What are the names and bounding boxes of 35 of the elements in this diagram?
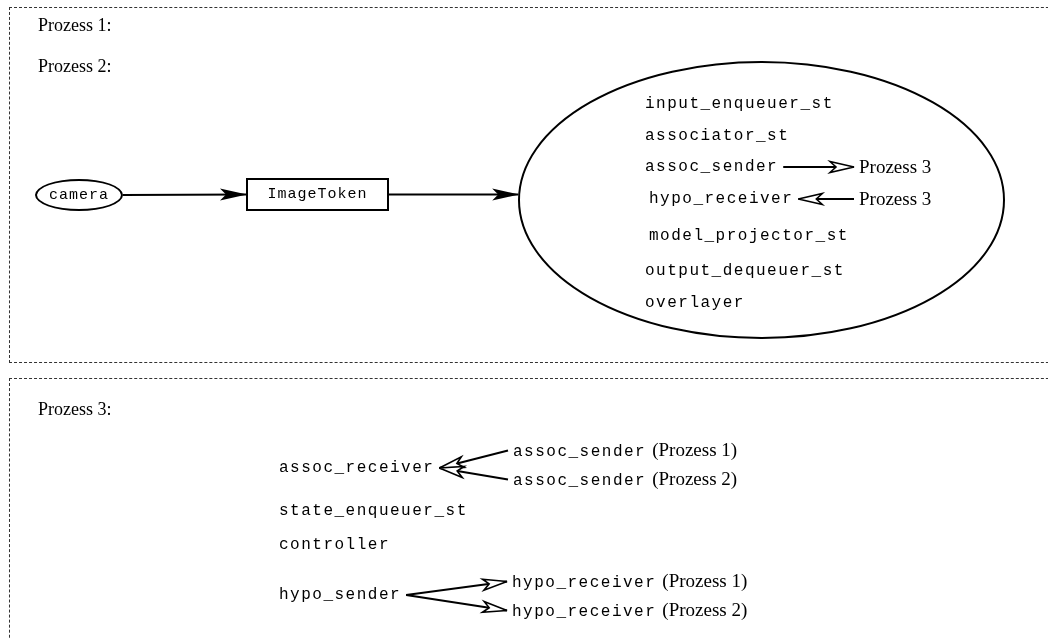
process-heading: Prozess 2: <box>38 55 112 77</box>
component-name: model_projector_st <box>644 226 854 246</box>
component-name: state_enqueuer_st <box>274 501 473 521</box>
dashed-panel <box>9 378 1048 638</box>
component-name: assoc_sender <box>513 471 647 491</box>
source-ellipse: camera <box>35 179 123 211</box>
component-name: hypo_receiver <box>512 573 657 593</box>
component-name: assoc_sender <box>513 442 647 462</box>
token-box: ImageToken <box>246 178 389 211</box>
component-name: associator_st <box>640 126 795 146</box>
process-note: (Prozess 2) <box>652 468 738 490</box>
process-label: Prozess 3 <box>854 188 937 210</box>
arrow <box>438 449 509 469</box>
process-heading: Prozess 3: <box>38 398 112 420</box>
arrow <box>405 594 508 614</box>
component-name: hypo_receiver <box>644 189 799 209</box>
component-name: hypo_sender <box>274 585 407 605</box>
component-name: controller <box>274 535 395 555</box>
component-name: input_enqueuer_st <box>640 94 839 114</box>
process-note: (Prozess 1) <box>652 439 738 461</box>
arrow <box>797 192 855 206</box>
arrow <box>782 160 855 174</box>
process-heading: Prozess 1: <box>38 14 112 36</box>
component-name: overlayer <box>640 293 750 313</box>
component-name: assoc_sender <box>640 157 784 177</box>
process-label: Prozess 3 <box>854 156 937 178</box>
component-name: assoc_receiver <box>274 458 440 478</box>
process-note: (Prozess 2) <box>662 599 748 621</box>
arrow <box>388 188 520 201</box>
process-note: (Prozess 1) <box>662 570 748 592</box>
dashed-panel <box>9 7 1048 363</box>
arrow <box>122 188 247 201</box>
component-name: hypo_receiver <box>512 602 657 622</box>
arrow <box>438 465 509 481</box>
component-name: output_dequeuer_st <box>640 261 850 281</box>
